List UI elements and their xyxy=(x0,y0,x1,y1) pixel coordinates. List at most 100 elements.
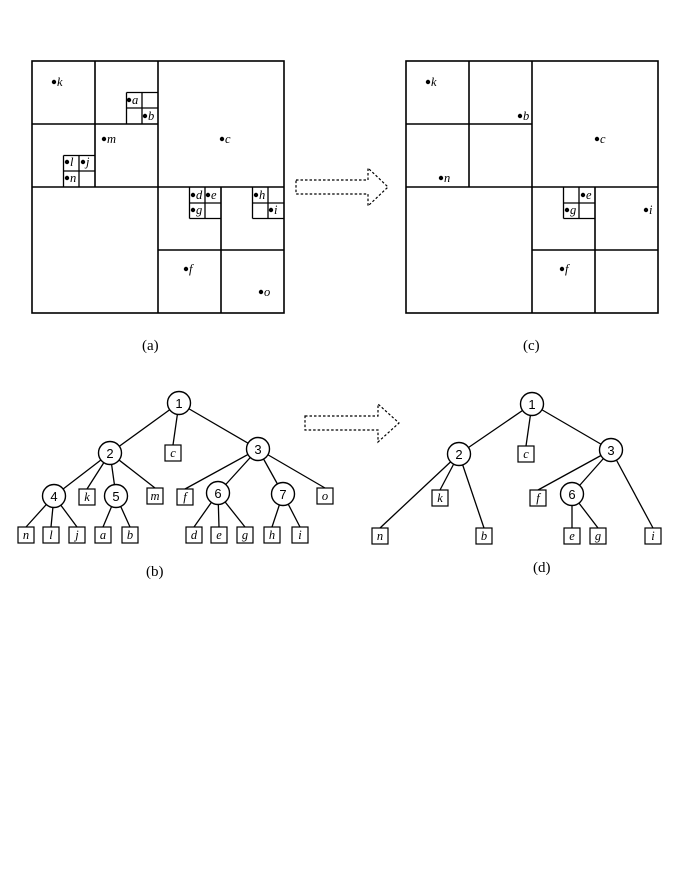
tree-leaf-f: f xyxy=(529,489,547,507)
svg-text:d: d xyxy=(191,528,198,542)
caption-d: (d) xyxy=(533,560,551,576)
tree-leaf-e: e xyxy=(563,527,581,545)
svg-text:b: b xyxy=(481,529,487,543)
point-f: f xyxy=(183,262,194,276)
svg-text:g: g xyxy=(595,529,601,543)
arrow-right-top xyxy=(295,166,389,208)
panel-a-quadtree: k a b m c l j n d e g h i f o xyxy=(31,60,285,314)
svg-text:k: k xyxy=(431,75,437,89)
caption-a: (a) xyxy=(142,338,159,354)
tree-leaf-g: g xyxy=(236,526,254,544)
svg-text:c: c xyxy=(225,132,231,146)
tree-leaf-o: o xyxy=(316,487,334,505)
tree-leaf-e: e xyxy=(210,526,228,544)
point-d: d xyxy=(190,188,203,202)
svg-text:i: i xyxy=(649,203,653,217)
point-k: k xyxy=(425,75,437,89)
svg-text:6: 6 xyxy=(214,486,221,501)
caption-c: (c) xyxy=(523,338,540,354)
svg-text:g: g xyxy=(570,203,576,217)
svg-text:f: f xyxy=(536,491,541,505)
svg-text:e: e xyxy=(586,188,592,202)
point-e: e xyxy=(580,188,592,202)
point-f: f xyxy=(559,262,570,276)
svg-text:j: j xyxy=(73,528,79,542)
point-c: c xyxy=(219,132,231,146)
svg-text:c: c xyxy=(523,447,529,461)
svg-text:3: 3 xyxy=(607,443,614,458)
svg-text:m: m xyxy=(150,489,159,503)
point-l: l xyxy=(64,155,74,169)
svg-text:k: k xyxy=(84,490,90,504)
point-c: c xyxy=(594,132,606,146)
point-g: g xyxy=(564,203,576,217)
svg-text:1: 1 xyxy=(175,396,182,411)
tree-leaf-g: g xyxy=(589,527,607,545)
svg-text:b: b xyxy=(148,109,154,123)
svg-text:k: k xyxy=(57,75,63,89)
svg-text:a: a xyxy=(132,93,138,107)
tree-node-7: 7 xyxy=(270,481,296,507)
tree-leaf-d: d xyxy=(185,526,203,544)
svg-text:c: c xyxy=(600,132,606,146)
svg-text:3: 3 xyxy=(254,442,261,457)
svg-text:o: o xyxy=(264,285,270,299)
point-o: o xyxy=(258,285,270,299)
tree-leaf-c: c xyxy=(164,444,182,462)
tree-node-3: 3 xyxy=(598,437,624,463)
svg-text:6: 6 xyxy=(568,487,575,502)
tree-leaf-b: b xyxy=(121,526,139,544)
point-g: g xyxy=(190,203,202,217)
tree-leaf-i: i xyxy=(291,526,309,544)
svg-text:2: 2 xyxy=(106,446,113,461)
tree-leaf-h: h xyxy=(263,526,281,544)
tree-leaf-n: n xyxy=(17,526,35,544)
svg-text:2: 2 xyxy=(455,447,462,462)
svg-text:b: b xyxy=(523,109,529,123)
svg-text:i: i xyxy=(651,529,655,543)
tree-node-2: 2 xyxy=(446,441,472,467)
svg-text:h: h xyxy=(259,188,265,202)
point-h: h xyxy=(253,188,265,202)
point-n: n xyxy=(64,171,76,185)
point-m: m xyxy=(101,132,116,146)
point-e: e xyxy=(205,188,217,202)
svg-text:l: l xyxy=(70,155,74,169)
tree-node-3: 3 xyxy=(245,436,271,462)
svg-text:o: o xyxy=(322,489,328,503)
tree-node-4: 4 xyxy=(41,483,67,509)
svg-text:a: a xyxy=(100,528,106,542)
svg-text:c: c xyxy=(170,446,176,460)
svg-text:n: n xyxy=(23,528,29,542)
tree-leaf-j: j xyxy=(68,526,86,544)
point-i: i xyxy=(643,203,653,217)
point-b: b xyxy=(517,109,529,123)
point-j: j xyxy=(80,155,90,169)
svg-text:f: f xyxy=(183,490,188,504)
svg-text:b: b xyxy=(127,528,133,542)
tree-leaf-l: l xyxy=(42,526,60,544)
svg-text:i: i xyxy=(298,528,302,542)
svg-text:l: l xyxy=(49,528,53,542)
svg-text:n: n xyxy=(70,171,76,185)
tree-node-6: 6 xyxy=(559,481,585,507)
svg-text:4: 4 xyxy=(50,489,57,504)
point-a: a xyxy=(126,93,138,107)
svg-text:n: n xyxy=(444,171,450,185)
svg-text:i: i xyxy=(274,203,278,217)
caption-b: (b) xyxy=(146,564,164,580)
point-b: b xyxy=(142,109,154,123)
tree-leaf-k: k xyxy=(431,489,449,507)
tree-leaf-f: f xyxy=(176,488,194,506)
point-i: i xyxy=(268,203,278,217)
svg-text:e: e xyxy=(569,529,575,543)
tree-leaf-b: b xyxy=(475,527,493,545)
tree-leaf-n: n xyxy=(371,527,389,545)
tree-leaf-k: k xyxy=(78,488,96,506)
panel-c-quadtree: k b c n e g i f xyxy=(405,60,659,314)
panel-b-tree: 1 2 3 4 5 6 7 c k m f o n l j a b d e g … xyxy=(17,390,334,544)
svg-text:7: 7 xyxy=(279,487,286,502)
svg-text:1: 1 xyxy=(528,397,535,412)
panel-d-tree: 1 2 3 6 c k n b f i e g xyxy=(371,391,662,545)
